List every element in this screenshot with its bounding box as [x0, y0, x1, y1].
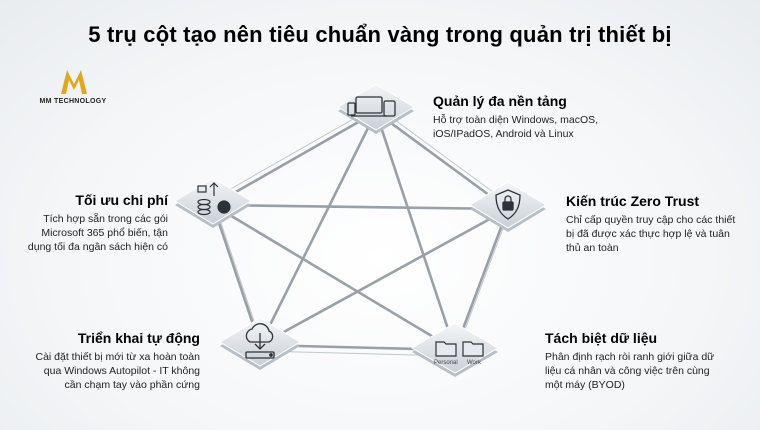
shield-lock-icon [495, 189, 521, 220]
pillar-auto-deploy: Triển khai tự động Cài đặt thiết bị mới … [30, 330, 200, 392]
devices-icon [347, 96, 396, 117]
tile-top [337, 83, 415, 134]
tile-left [174, 177, 252, 228]
pillar-title: Tối ưu chi phí [75, 192, 168, 208]
pillar-zero-trust: Kiến trúc Zero Trust Chỉ cấp quyền truy … [566, 193, 746, 255]
cost-coins-icon [197, 182, 231, 216]
pillar-data-separation: Tách biệt dữ liệu Phân định rạch ròi ran… [545, 330, 725, 392]
pillar-title: Tách biệt dữ liệu [545, 330, 658, 346]
logo-mark-icon [61, 70, 87, 94]
pillar-description: Chỉ cấp quyền truy cập cho các thiết bị … [566, 214, 736, 254]
logo: MM TECHNOLOGY [38, 68, 134, 114]
pillar-title: Triển khai tự động [77, 330, 200, 346]
connection-lines [211, 110, 510, 352]
pillar-description: Cài đặt thiết bị mới từ xa hoàn toàn qua… [35, 351, 200, 391]
folders-icon [435, 341, 484, 357]
pillar-description: Tích hợp sẵn trong các gói Microsoft 365… [27, 213, 168, 253]
pillar-multi-platform: Quản lý đa nền tảng Hỗ trợ toàn diện Win… [433, 93, 633, 141]
folder-label-work: Work [467, 360, 481, 366]
logo-text: MM TECHNOLOGY [39, 98, 107, 105]
page-title: 5 trụ cột tạo nên tiêu chuẩn vàng trong … [88, 22, 672, 47]
pillar-description: Hỗ trợ toàn diện Windows, macOS, iOS/IPa… [433, 114, 599, 140]
pillar-title: Kiến trúc Zero Trust [566, 193, 700, 209]
pillar-title: Quản lý đa nền tảng [433, 93, 567, 109]
pillar-cost-optimization: Tối ưu chi phí Tích hợp sẵn trong các gó… [18, 192, 168, 254]
pillar-description: Phân định rạch ròi ranh giới giữa dữ liệ… [545, 351, 715, 391]
cloud-download-icon [245, 323, 275, 359]
folder-label-personal: Personal [434, 360, 458, 366]
